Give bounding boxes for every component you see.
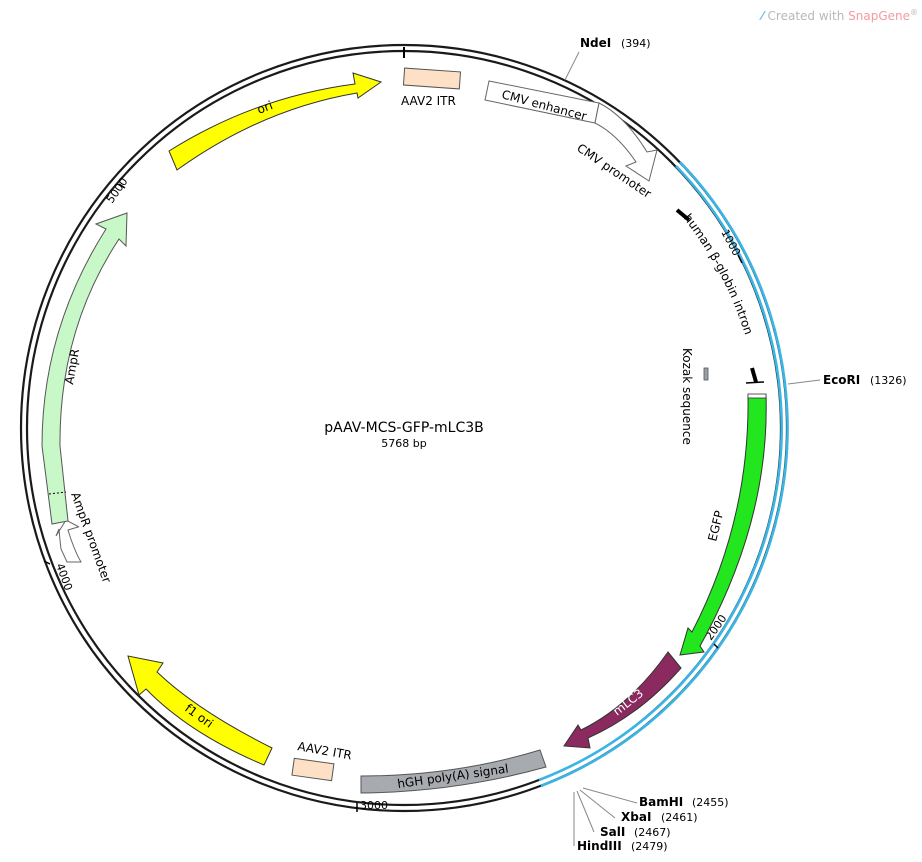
ori-label: ori [255, 98, 275, 117]
tick-mark-2000 [713, 643, 719, 649]
ori-arrow [168, 72, 383, 171]
feature-f1-ori[interactable]: f1 ori [127, 655, 273, 766]
sali-leader-line [576, 790, 595, 833]
plasmid-name: pAAV-MCS-GFP-mLC3B [324, 420, 483, 436]
ampr-boundary-mark [48, 491, 67, 495]
restriction-site-xbai[interactable]: XbaI (2461) [621, 810, 698, 824]
ecori-leader-line [787, 379, 821, 385]
ampr-arrow [41, 212, 128, 525]
restriction-site-ecori[interactable]: EcoRI (1326) [787, 373, 907, 387]
f1-ori-arrow [127, 655, 273, 766]
watermark-prefix: Created with [767, 9, 849, 23]
hgh-box [360, 749, 547, 794]
xbai-leader-line [579, 789, 616, 819]
snapgene-watermark: ⁄Created with SnapGene® [762, 8, 918, 23]
xbai-position: (2461) [661, 811, 698, 824]
ndei-name: NdeI [580, 36, 611, 50]
egfp-start-marker [747, 393, 767, 399]
bamhi-position: (2455) [692, 796, 729, 809]
restriction-site-sali[interactable]: SalI (2467) [600, 825, 671, 839]
feature-aav2-itr-right[interactable]: AAV2 ITR [291, 739, 353, 782]
sali-position: (2467) [634, 826, 671, 839]
feature-mlc3[interactable]: mLC3 [563, 651, 682, 749]
kozak-label: Kozak sequence [680, 348, 694, 445]
feature-cmv-enhancer[interactable]: CMV enhancer [484, 80, 600, 124]
intron-start-bar [675, 208, 691, 222]
watermark-reg: ® [910, 8, 918, 17]
ruler-ticks: 1000 2000 3000 4000 5000 [43, 175, 743, 812]
mlc3-arrow [563, 651, 682, 749]
tick-mark-4000 [43, 560, 51, 565]
intron-end-bar [750, 367, 758, 383]
egfp-arrow [679, 394, 767, 656]
feature-kozak-sequence[interactable]: Kozak sequence [680, 348, 709, 445]
bamhi-leader-line [582, 787, 638, 804]
egfp-label: EGFP [705, 509, 726, 542]
itr-left-box [402, 67, 462, 90]
intron-label-path: human β-globin intron [681, 211, 756, 336]
tick-label-3000: 3000 [360, 799, 388, 812]
tick-mark-1000 [737, 254, 743, 264]
tick-label-5000: 5000 [104, 175, 131, 205]
bamhi-name: BamHI [639, 795, 683, 809]
ecori-name: EcoRI [823, 373, 860, 387]
ampr-promoter-label: AmpR promoter [68, 490, 114, 584]
itr-left-label: AAV2 ITR [401, 94, 456, 108]
cmv-promoter-arrow [594, 102, 658, 182]
restriction-site-ndei[interactable]: NdeI (394) [564, 36, 651, 81]
hindiii-position: (2479) [631, 840, 668, 853]
xbai-name: XbaI [621, 810, 651, 824]
intron-end-base [745, 381, 765, 384]
insert-inner-strand [538, 165, 783, 782]
sali-name: SalI [600, 825, 625, 839]
restriction-site-cluster [573, 787, 638, 846]
ndei-leader-line [564, 51, 580, 81]
insert-region [538, 161, 789, 788]
watermark-brand: SnapGene [848, 9, 910, 23]
tick-mark-5000 [118, 183, 126, 189]
plasmid-length: 5768 bp [381, 437, 426, 450]
ecori-position: (1326) [870, 374, 907, 387]
itr-right-box [291, 757, 335, 782]
restriction-site-hindiii[interactable]: HindIII (2479) [577, 839, 668, 853]
itr-right-label: AAV2 ITR [296, 739, 352, 762]
insert-outer-strand [540, 161, 789, 788]
feature-aav2-itr-left[interactable]: AAV2 ITR [401, 67, 462, 108]
feature-egfp[interactable]: EGFP [679, 393, 767, 656]
kozak-box [703, 367, 709, 381]
ndei-position: (394) [621, 37, 651, 50]
ampr-promoter-arrow [55, 519, 82, 563]
ampr-label: AmpR [62, 348, 82, 386]
intron-label: human β-globin intron [681, 211, 756, 336]
feature-ori[interactable]: ori [168, 72, 383, 171]
feature-ampr[interactable]: AmpR [41, 212, 128, 525]
restriction-site-bamhi[interactable]: BamHI (2455) [639, 795, 729, 809]
hindiii-name: HindIII [577, 839, 622, 853]
snapgene-logo-icon: ⁄ [761, 9, 764, 23]
